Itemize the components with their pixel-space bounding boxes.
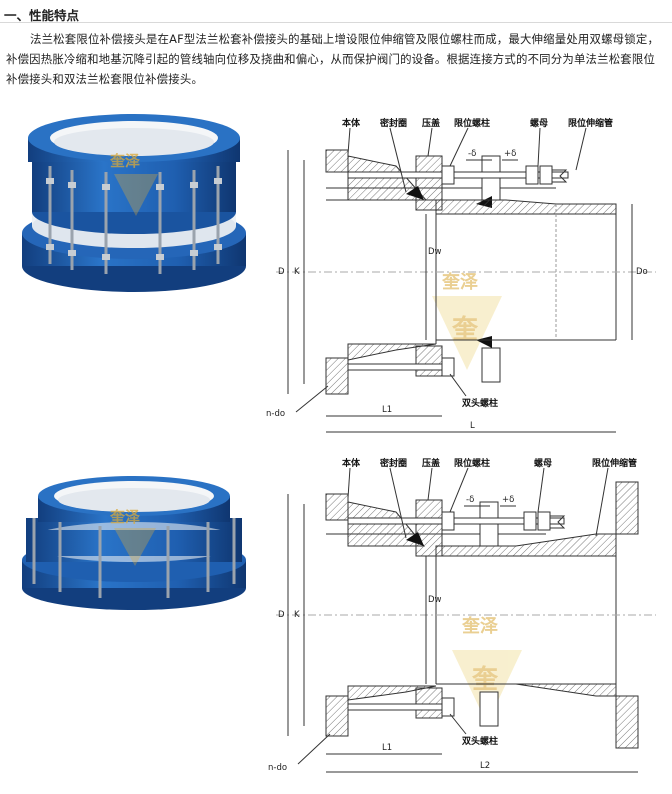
dim2-K: K — [294, 610, 300, 620]
product-photo-single-flange: 奎泽 — [10, 108, 256, 308]
intro-paragraph: 法兰松套限位补偿接头是在AF型法兰松套补偿接头的基础上增设限位伸缩管及限位螺柱而… — [6, 29, 666, 89]
label2-seal: 密封圈 — [379, 457, 407, 469]
dim-n-do: n-do — [266, 409, 285, 419]
label-stud: 双头螺柱 — [462, 397, 498, 409]
intro-text: 法兰松套限位补偿接头是在AF型法兰松套补偿接头的基础上增设限位伸缩管及限位螺柱而… — [6, 32, 660, 86]
dim2-L1: L1 — [382, 743, 392, 753]
drawing-watermark-brand: 奎泽 — [441, 271, 478, 293]
label2-limit-bolt: 限位螺柱 — [454, 457, 490, 469]
label2-body: 本体 — [342, 457, 361, 469]
dim2-plus-delta: +δ — [502, 495, 514, 505]
dim2-Dw: Dw — [428, 595, 442, 605]
dim2-D: D — [278, 610, 285, 620]
dim-D: D — [278, 267, 285, 277]
dim2-L2: L2 — [480, 761, 490, 771]
drawing2-watermark-brand: 奎泽 — [461, 615, 498, 637]
label2-limit-tube: 限位伸缩管 — [592, 457, 637, 469]
label-gland: 压盖 — [422, 117, 440, 129]
dim-K: K — [294, 267, 300, 277]
technical-drawing-single-flange: 奎泽 奎 D K Dw Do -δ +δ L1 L n-do 本体 密封 — [256, 108, 666, 438]
dim-minus-delta: -δ — [468, 149, 476, 159]
dim-L1: L1 — [382, 405, 392, 415]
label-limit-tube: 限位伸缩管 — [568, 117, 613, 129]
dim-L: L — [470, 421, 475, 431]
product-photo-double-flange: 奎泽 — [10, 470, 256, 620]
photo2-watermark-brand: 奎泽 — [109, 508, 140, 526]
label-seal: 密封圈 — [379, 117, 407, 129]
label2-gland: 压盖 — [422, 457, 440, 469]
label2-stud: 双头螺柱 — [462, 735, 498, 747]
dim-plus-delta: +δ — [504, 149, 516, 159]
heading-divider — [0, 22, 672, 23]
label-limit-bolt: 限位螺柱 — [454, 117, 490, 129]
photo-watermark-brand: 奎泽 — [109, 152, 140, 170]
label2-nut: 螺母 — [534, 457, 552, 469]
dim-Dw: Dw — [428, 247, 442, 257]
technical-drawing-double-flange: 奎泽 奎 D K Dw -δ +δ L1 L2 n-do 本体 密封圈 压盖 限… — [256, 452, 666, 792]
label-nut: 螺母 — [530, 117, 548, 129]
dim-Do: Do — [636, 267, 648, 277]
dim2-n-do: n-do — [268, 763, 287, 773]
dim2-minus-delta: -δ — [466, 495, 474, 505]
section-heading: 一、性能特点 — [4, 8, 80, 23]
drawing2-watermark-glyph: 奎 — [472, 665, 499, 695]
label-body: 本体 — [342, 117, 361, 129]
